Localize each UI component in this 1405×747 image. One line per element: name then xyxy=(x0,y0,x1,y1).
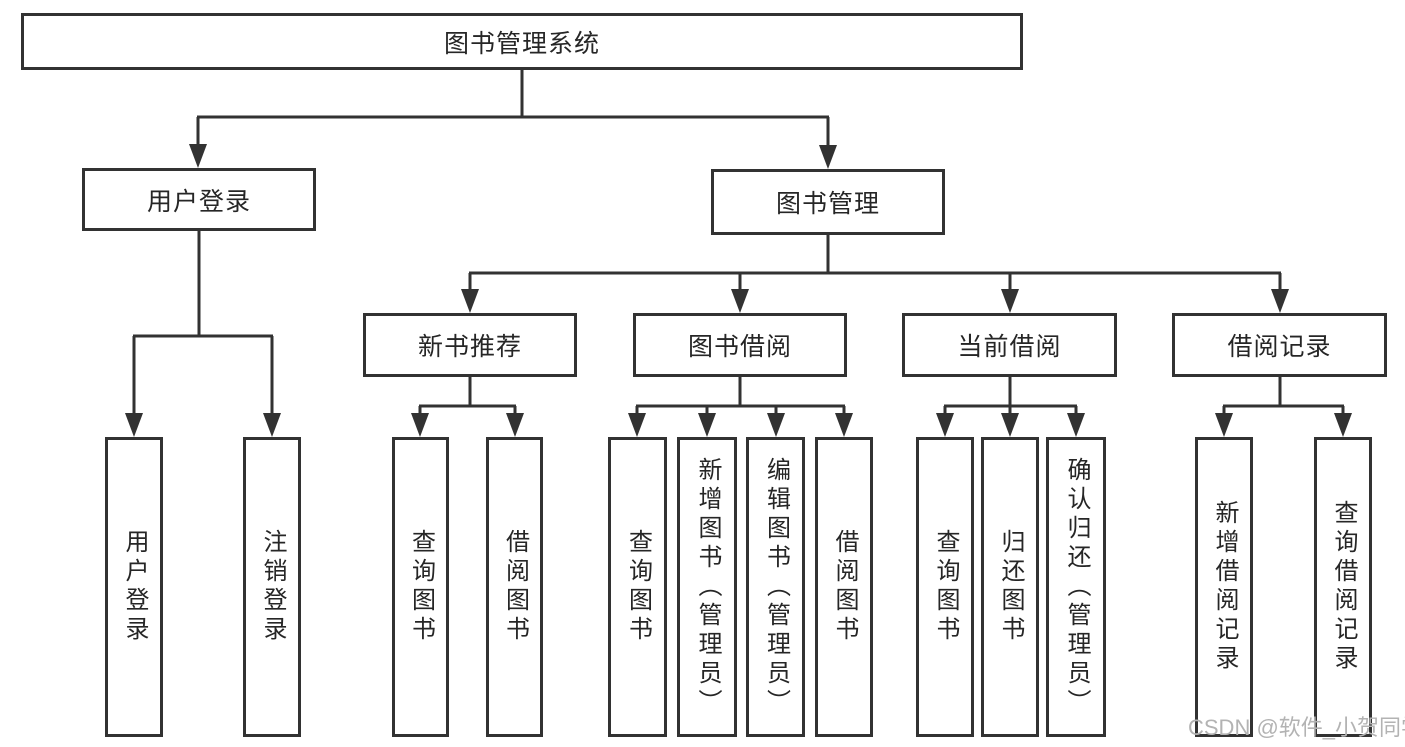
node-label: 图书管理 xyxy=(775,190,880,218)
node-label: 用户登录 xyxy=(121,529,148,645)
node-label: 新增借阅记录 xyxy=(1211,500,1238,674)
node-bb-borrow-books: 借阅图书 xyxy=(815,437,873,737)
node-label: 图书借阅 xyxy=(687,333,792,361)
node-label: 图书管理系统 xyxy=(443,29,600,58)
node-nb-borrow-books: 借阅图书 xyxy=(486,437,543,737)
node-br-query-borrow-record: 查询借阅记录 xyxy=(1314,437,1372,737)
node-book-borrowing: 图书借阅 xyxy=(633,313,847,377)
node-user-login-branch: 用户登录 xyxy=(82,168,316,231)
node-cb-query-books: 查询图书 xyxy=(916,437,974,737)
node-label: 归还图书 xyxy=(997,529,1024,645)
node-label: 查询图书 xyxy=(624,529,652,645)
node-br-add-borrow-record: 新增借阅记录 xyxy=(1195,437,1253,737)
node-logout-leaf: 注销登录 xyxy=(243,437,301,737)
node-new-book-recommendation: 新书推荐 xyxy=(363,313,577,377)
node-label: 借阅记录 xyxy=(1227,333,1332,361)
node-library-management-system: 图书管理系统 xyxy=(21,13,1023,70)
node-borrowing-records: 借阅记录 xyxy=(1172,313,1387,377)
node-label: 新书推荐 xyxy=(417,333,522,361)
node-current-borrowing: 当前借阅 xyxy=(902,313,1117,377)
node-book-management-branch: 图书管理 xyxy=(711,169,945,235)
arrowheads xyxy=(125,144,1352,437)
node-label: 查询借阅记录 xyxy=(1330,500,1357,674)
node-label: 查询图书 xyxy=(407,529,435,645)
node-cb-return-books: 归还图书 xyxy=(981,437,1039,737)
node-label: 新增图书（管理员） xyxy=(694,456,721,718)
node-cb-confirm-return-admin: 确认归还（管理员） xyxy=(1046,437,1106,737)
node-bb-query-books: 查询图书 xyxy=(608,437,667,737)
node-label: 用户登录 xyxy=(146,187,251,216)
node-nb-query-books: 查询图书 xyxy=(392,437,449,737)
node-label: 当前借阅 xyxy=(957,333,1062,361)
node-label: 注销登录 xyxy=(259,529,286,645)
node-label: 查询图书 xyxy=(932,529,959,645)
node-label: 确认归还（管理员） xyxy=(1063,456,1090,718)
node-label: 借阅图书 xyxy=(501,529,529,645)
node-label: 编辑图书（管理员） xyxy=(762,456,790,718)
node-bb-edit-books-admin: 编辑图书（管理员） xyxy=(746,437,805,737)
csdn-watermark: CSDN @软件_小贺同学 xyxy=(1188,715,1405,740)
node-bb-add-books-admin: 新增图书（管理员） xyxy=(677,437,737,737)
node-label: 借阅图书 xyxy=(831,529,858,645)
node-user-login-leaf: 用户登录 xyxy=(105,437,163,737)
